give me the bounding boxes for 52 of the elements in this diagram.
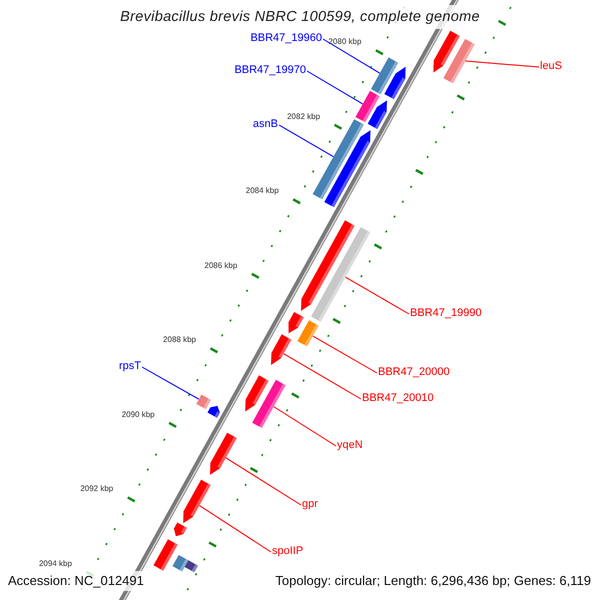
gene-feature xyxy=(301,220,355,311)
gene-feature xyxy=(433,30,460,72)
gene-feature xyxy=(245,375,269,412)
gene-feature xyxy=(172,555,188,572)
gene-feature xyxy=(324,130,370,208)
gene-feature xyxy=(196,394,211,410)
leader-line xyxy=(464,60,540,68)
gene-feature xyxy=(356,90,380,122)
gene-feature xyxy=(371,57,398,94)
gene-label: asnB xyxy=(252,117,278,131)
gene-feature xyxy=(443,38,475,84)
scale-label: 2084 kbp xyxy=(246,186,279,196)
scale-label: 2082 kbp xyxy=(287,112,320,122)
gene-label: yqeN xyxy=(337,438,363,452)
scale-label: 2092 kbp xyxy=(80,484,114,494)
gene-label: gpr xyxy=(302,497,318,511)
gene-feature xyxy=(174,522,187,536)
gene-feature xyxy=(184,560,198,572)
leader-line xyxy=(283,353,362,400)
gene-label: BBR47_19960 xyxy=(250,31,322,45)
gene-label: BBR47_20010 xyxy=(362,391,434,405)
gene-label: spoIIP xyxy=(272,544,304,558)
scale-label: 2086 kbp xyxy=(204,260,238,271)
scale-label: 2090 kbp xyxy=(122,410,155,420)
leader-line xyxy=(345,276,410,314)
leader-line xyxy=(198,504,272,552)
scale-label: 2088 kbp xyxy=(163,335,196,346)
gene-feature xyxy=(297,320,319,346)
gene-feature xyxy=(154,539,178,571)
gene-feature xyxy=(368,100,387,130)
leader-line xyxy=(225,457,302,506)
gene-label: BBR47_19970 xyxy=(234,63,306,77)
gene-feature xyxy=(271,334,292,365)
gene-feature xyxy=(384,66,406,100)
gene-feature xyxy=(288,312,304,334)
leader-line xyxy=(273,406,336,446)
scale-label: 2080 kbp xyxy=(328,37,362,48)
gene-feature xyxy=(210,432,237,475)
leader-line xyxy=(322,38,380,74)
gene-feature xyxy=(208,406,220,418)
scale-label: 2094 kbp xyxy=(38,558,72,569)
gene-label: BBR47_19990 xyxy=(410,306,482,320)
gene-feature xyxy=(311,227,370,322)
leader-line xyxy=(142,366,200,400)
gene-feature xyxy=(252,380,286,428)
gene-feature xyxy=(183,480,211,524)
gene-label: BBR47_20000 xyxy=(378,365,450,379)
leader-line xyxy=(278,124,334,158)
gene-label: leuS xyxy=(540,59,562,73)
leader-line xyxy=(306,70,364,104)
gene-feature xyxy=(312,119,364,200)
gene-label: rpsT xyxy=(119,359,141,373)
